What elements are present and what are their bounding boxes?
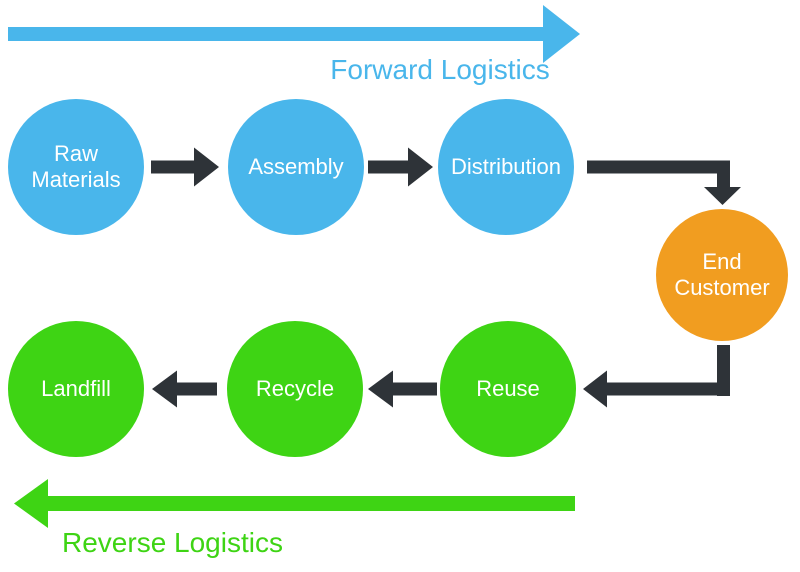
forward-logistics-arrow [8, 5, 580, 63]
arrow-reuse-to-recycle [368, 370, 437, 408]
node-recycle-label: Recycle [255, 375, 335, 401]
node-distribution-label: Distribution [450, 153, 562, 179]
node-reuse-label: Reuse [476, 375, 540, 401]
forward-logistics-label: Forward Logistics [330, 54, 550, 85]
connector-end-customer-to-reuse [583, 345, 730, 408]
node-raw-materials: Raw Materials [8, 99, 144, 235]
node-landfill-label: Landfill [41, 375, 111, 401]
arrow-assembly-to-distribution [368, 147, 433, 187]
arrow-recycle-to-landfill [152, 370, 217, 408]
node-distribution: Distribution [438, 99, 574, 235]
node-assembly-label: Assembly [248, 153, 344, 179]
node-landfill: Landfill [8, 321, 144, 457]
connector-distribution-to-end-customer [587, 160, 741, 205]
node-reuse: Reuse [440, 321, 576, 457]
node-assembly: Assembly [228, 99, 364, 235]
node-end-customer: End Customer [656, 209, 788, 341]
arrow-raw-materials-to-assembly [151, 147, 219, 187]
node-raw-materials-label: Raw Materials [31, 140, 121, 192]
reverse-logistics-label: Reverse Logistics [62, 527, 283, 558]
node-recycle: Recycle [227, 321, 363, 457]
node-end-customer-label: End Customer [674, 248, 770, 300]
reverse-logistics-arrow [14, 479, 575, 528]
